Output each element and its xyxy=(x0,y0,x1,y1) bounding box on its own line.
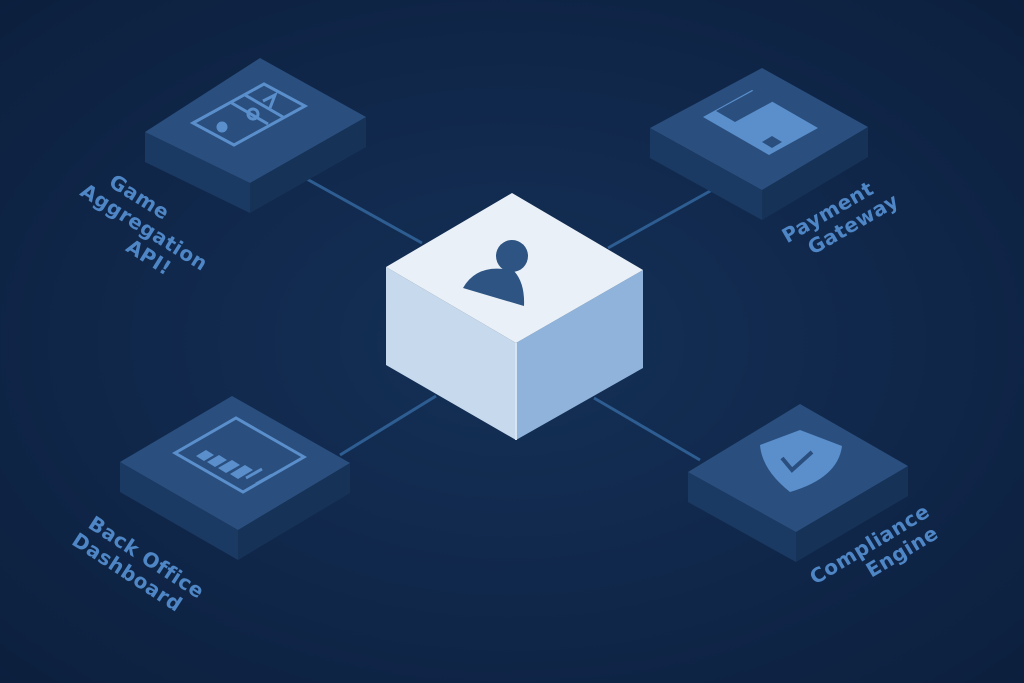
connector-game xyxy=(304,176,423,245)
tile-left-face xyxy=(650,128,762,220)
connector-payment xyxy=(607,188,713,250)
tile-left-face xyxy=(688,472,796,562)
game-controller-icon xyxy=(189,82,309,147)
dashboard-chart-icon xyxy=(171,416,308,494)
node-back-office xyxy=(120,396,350,560)
tile-right-face xyxy=(796,466,908,562)
shield-check-icon xyxy=(760,430,842,492)
tile-left-face xyxy=(145,132,250,213)
node-compliance-engine xyxy=(688,404,908,562)
tile-right-face xyxy=(250,117,366,213)
tile-right-face xyxy=(762,127,868,220)
node-payment-gateway xyxy=(650,68,868,220)
user-icon xyxy=(463,240,528,306)
connector-backoffice xyxy=(339,394,437,457)
hub-right-face xyxy=(516,270,643,440)
hub-cube xyxy=(386,193,643,440)
credit-card-icon xyxy=(703,86,818,155)
hub-left-face xyxy=(386,267,516,440)
connectors xyxy=(304,176,713,462)
tile-right-face xyxy=(238,463,350,560)
node-game-aggregation xyxy=(145,58,366,213)
tile-top-face xyxy=(145,58,366,183)
connector-compliance xyxy=(593,396,701,462)
tile-left-face xyxy=(120,462,238,560)
